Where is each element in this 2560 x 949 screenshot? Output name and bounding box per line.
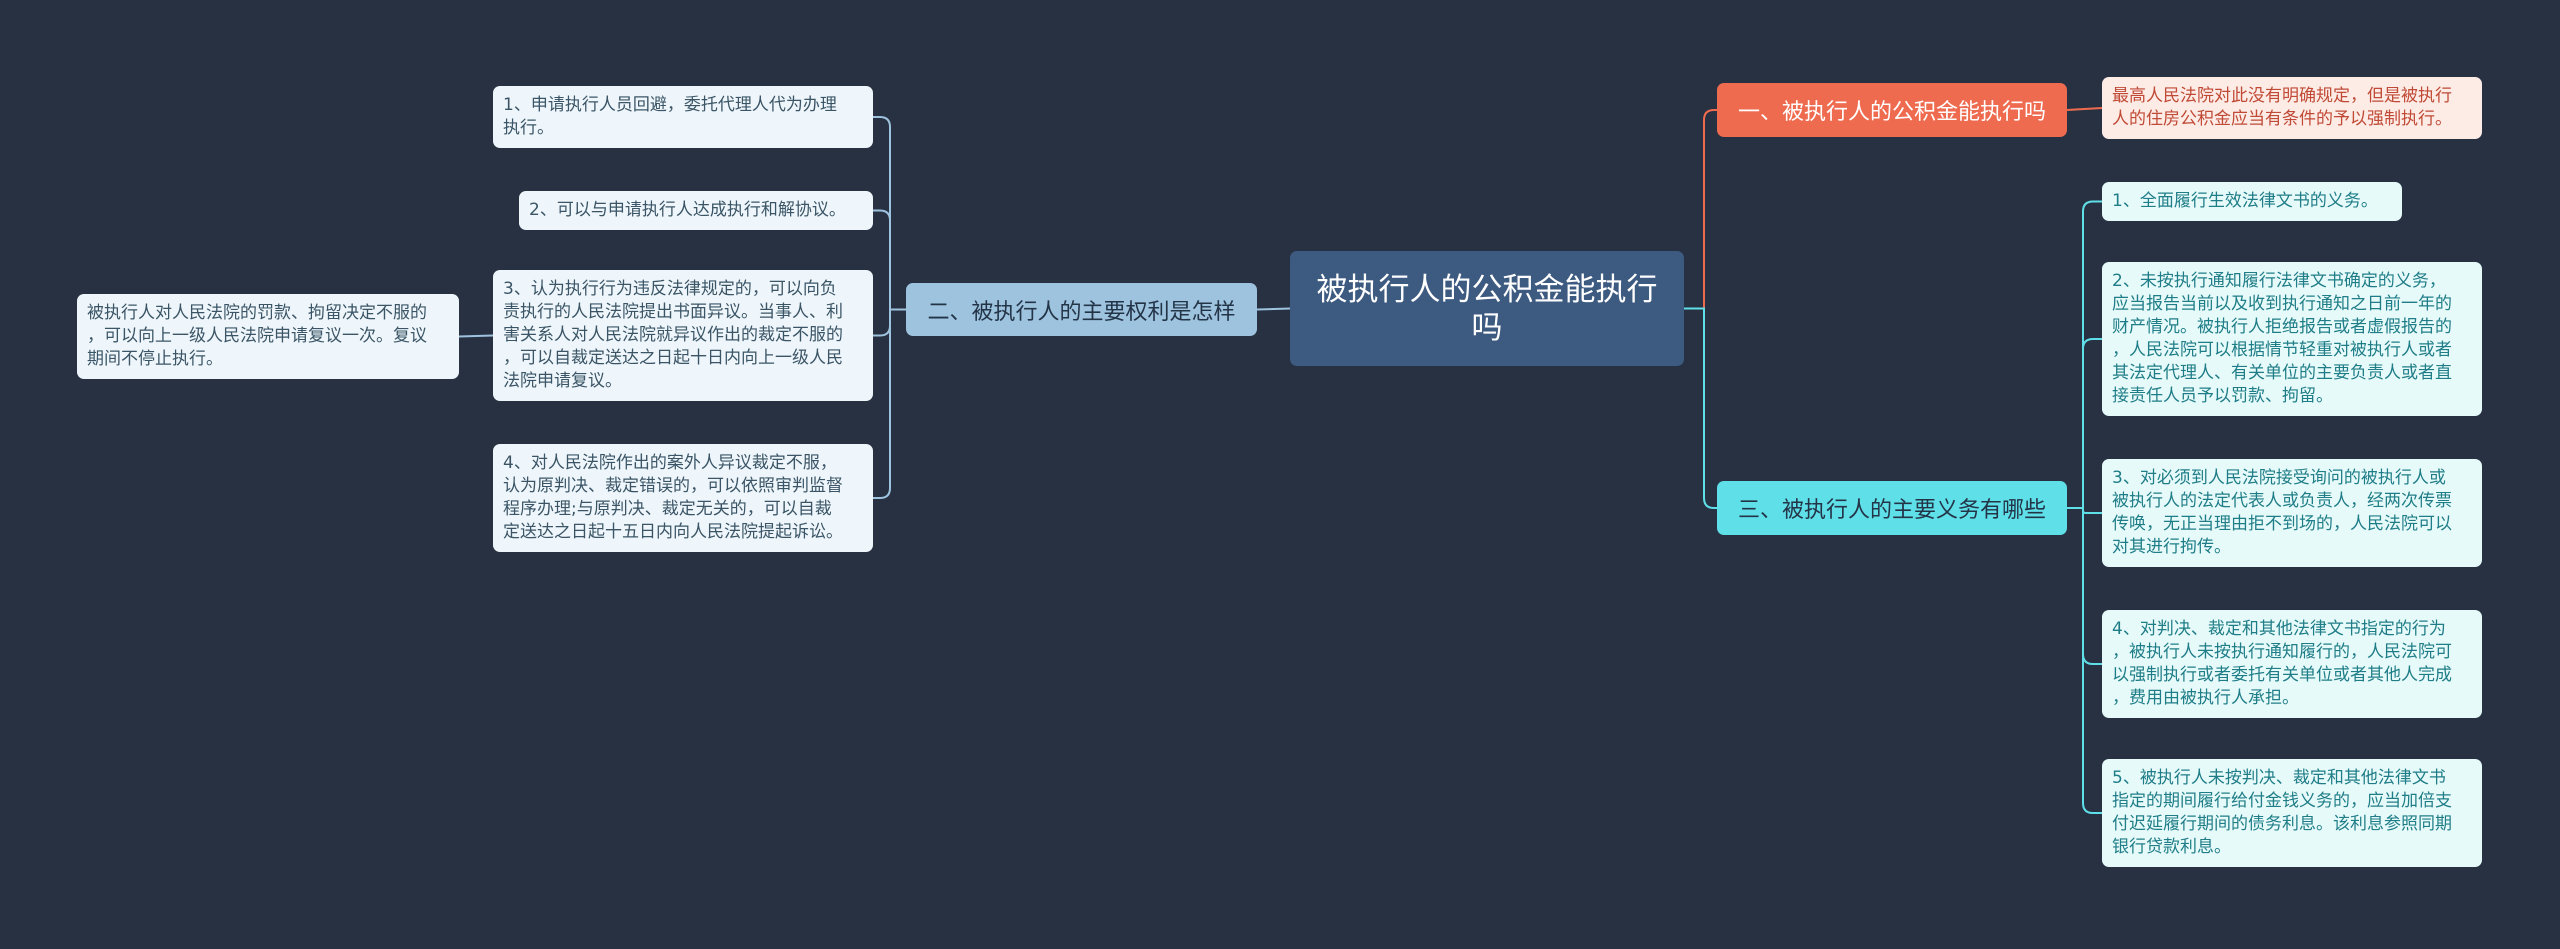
obligation-item-1-line-1: 1、全面履行生效法律文书的义务。 bbox=[2112, 191, 2378, 211]
rights-item-3[interactable]: 3、认为执行行为违反法律规定的，可以向负 责执行的人民法院提出书面异议。当事人、… bbox=[493, 270, 873, 401]
rights-item-4-line-3: 程序办理;与原判决、裁定无关的，可以自裁 bbox=[503, 499, 832, 519]
obligation-item-2-line-4: ，人民法院可以根据情节轻重对被执行人或者 bbox=[2112, 340, 2452, 360]
connector-rights-item-2 bbox=[873, 209, 906, 311]
obligation-item-3-line-2: 被执行人的法定代表人或负责人，经两次传票 bbox=[2112, 491, 2452, 511]
obligation-item-4-line-2: ，被执行人未按执行通知履行的，人民法院可 bbox=[2112, 642, 2452, 662]
connector-rights-item-1 bbox=[873, 116, 906, 311]
obligation-item-2-line-6: 接责任人员予以罚款、拘留。 bbox=[2112, 386, 2333, 406]
obligation-item-4[interactable]: 4、对判决、裁定和其他法律文书指定的行为 ，被执行人未按执行通知履行的，人民法院… bbox=[2102, 610, 2482, 718]
obligation-item-5-line-3: 付迟延履行期间的债务利息。该利息参照同期 bbox=[2112, 814, 2452, 834]
rights-item-2[interactable]: 2、可以与申请执行人达成执行和解协议。 bbox=[519, 191, 873, 230]
fund-enforcement-answer-line-1: 最高人民法院对此没有明确规定，但是被执行 bbox=[2112, 86, 2452, 106]
rights-item-4-line-2: 认为原判决、裁定错误的，可以依照审判监督 bbox=[503, 476, 843, 496]
rights-item-3-line-3: 害关系人对人民法院就异议作出的裁定不服的 bbox=[503, 325, 843, 345]
connector-fund-answer bbox=[2066, 107, 2103, 111]
connector-obligation-item-4 bbox=[2067, 507, 2102, 665]
branch-fund-enforcement[interactable]: 一、被执行人的公积金能执行吗 bbox=[1717, 83, 2067, 137]
fund-enforcement-answer-line-2: 人的住房公积金应当有条件的予以强制执行。 bbox=[2112, 109, 2452, 129]
root-topic-line-1: 被执行人的公积金能执行 bbox=[1316, 271, 1658, 308]
rights-item-1[interactable]: 1、申请执行人员回避，委托代理人代为办理 执行。 bbox=[493, 86, 873, 148]
obligation-item-4-line-4: ，费用由被执行人承担。 bbox=[2112, 688, 2299, 708]
connector-root-obligations bbox=[1684, 307, 1717, 509]
obligation-item-2-line-1: 2、未按执行通知履行法律文书确定的义务， bbox=[2112, 271, 2446, 291]
obligation-item-5[interactable]: 5、被执行人未按判决、裁定和其他法律文书 指定的期间履行给付金钱义务的，应当加倍… bbox=[2102, 759, 2482, 867]
rights-item-3-line-4: ，可以自裁定送达之日起十日内向上一级人民 bbox=[503, 348, 843, 368]
rights-item-1-line-2: 执行。 bbox=[503, 118, 554, 138]
obligation-item-5-line-4: 银行贷款利息。 bbox=[2112, 837, 2231, 857]
obligation-item-4-line-3: 以强制执行或者委托有关单位或者其他人完成 bbox=[2112, 665, 2452, 685]
obligation-item-3-line-3: 传唤，无正当理由拒不到场的，人民法院可以 bbox=[2112, 514, 2452, 534]
fund-enforcement-answer[interactable]: 最高人民法院对此没有明确规定，但是被执行 人的住房公积金应当有条件的予以强制执行… bbox=[2102, 77, 2482, 139]
branch-obligations[interactable]: 三、被执行人的主要义务有哪些 bbox=[1717, 481, 2067, 535]
obligation-item-1[interactable]: 1、全面履行生效法律文书的义务。 bbox=[2102, 182, 2402, 221]
rights-item-4-line-4: 定送达之日起十五日内向人民法院提起诉讼。 bbox=[503, 522, 843, 542]
rights-item-3-line-2: 责执行的人民法院提出书面异议。当事人、利 bbox=[503, 302, 843, 322]
rights-item-1-line-1: 1、申请执行人员回避，委托代理人代为办理 bbox=[503, 95, 837, 115]
root-topic[interactable]: 被执行人的公积金能执行 吗 bbox=[1290, 251, 1684, 366]
rights-item-3-line-5: 法院申请复议。 bbox=[503, 371, 622, 391]
rights-item-3-line-1: 3、认为执行行为违反法律规定的，可以向负 bbox=[503, 279, 837, 299]
rights-item-3-detail-line-3: 期间不停止执行。 bbox=[87, 349, 223, 369]
obligation-item-2-line-2: 应当报告当前以及收到执行通知之日前一年的 bbox=[2112, 294, 2452, 314]
obligation-item-2-line-3: 财产情况。被执行人拒绝报告或者虚假报告的 bbox=[2112, 317, 2452, 337]
rights-item-4-line-1: 4、对人民法院作出的案外人异议裁定不服， bbox=[503, 453, 837, 473]
rights-item-3-detail-line-1: 被执行人对人民法院的罚款、拘留决定不服的 bbox=[87, 303, 427, 323]
connector-rights-item-3-detail bbox=[458, 334, 494, 338]
connector-obligation-item-2 bbox=[2067, 338, 2102, 509]
obligation-item-3-line-4: 对其进行拘传。 bbox=[2112, 537, 2231, 557]
obligation-item-5-line-1: 5、被执行人未按判决、裁定和其他法律文书 bbox=[2112, 768, 2446, 788]
rights-item-3-detail[interactable]: 被执行人对人民法院的罚款、拘留决定不服的 ，可以向上一级人民法院申请复议一次。复… bbox=[77, 294, 459, 379]
rights-item-3-detail-line-2: ，可以向上一级人民法院申请复议一次。复议 bbox=[87, 326, 427, 346]
rights-item-2-line-1: 2、可以与申请执行人达成执行和解协议。 bbox=[529, 200, 846, 220]
obligation-item-4-line-1: 4、对判决、裁定和其他法律文书指定的行为 bbox=[2112, 619, 2446, 639]
connector-obligation-item-1 bbox=[2067, 200, 2102, 509]
obligation-item-2-line-5: 其法定代理人、有关单位的主要负责人或者直 bbox=[2112, 363, 2452, 383]
rights-item-4[interactable]: 4、对人民法院作出的案外人异议裁定不服， 认为原判决、裁定错误的，可以依照审判监… bbox=[493, 444, 873, 552]
root-topic-line-2: 吗 bbox=[1471, 309, 1503, 346]
connector-rights-item-4 bbox=[873, 308, 906, 499]
obligation-item-3[interactable]: 3、对必须到人民法院接受询问的被执行人或 被执行人的法定代表人或负责人，经两次传… bbox=[2102, 459, 2482, 567]
branch-rights[interactable]: 二、被执行人的主要权利是怎样 bbox=[906, 283, 1257, 336]
connector-root-fund bbox=[1684, 109, 1717, 310]
connector-obligation-item-5 bbox=[2067, 507, 2102, 814]
obligation-item-3-line-1: 3、对必须到人民法院接受询问的被执行人或 bbox=[2112, 468, 2446, 488]
obligation-item-5-line-2: 指定的期间履行给付金钱义务的，应当加倍支 bbox=[2112, 791, 2452, 811]
obligation-item-2[interactable]: 2、未按执行通知履行法律文书确定的义务， 应当报告当前以及收到执行通知之日前一年… bbox=[2102, 262, 2482, 416]
connector-root-rights bbox=[1256, 307, 1291, 311]
